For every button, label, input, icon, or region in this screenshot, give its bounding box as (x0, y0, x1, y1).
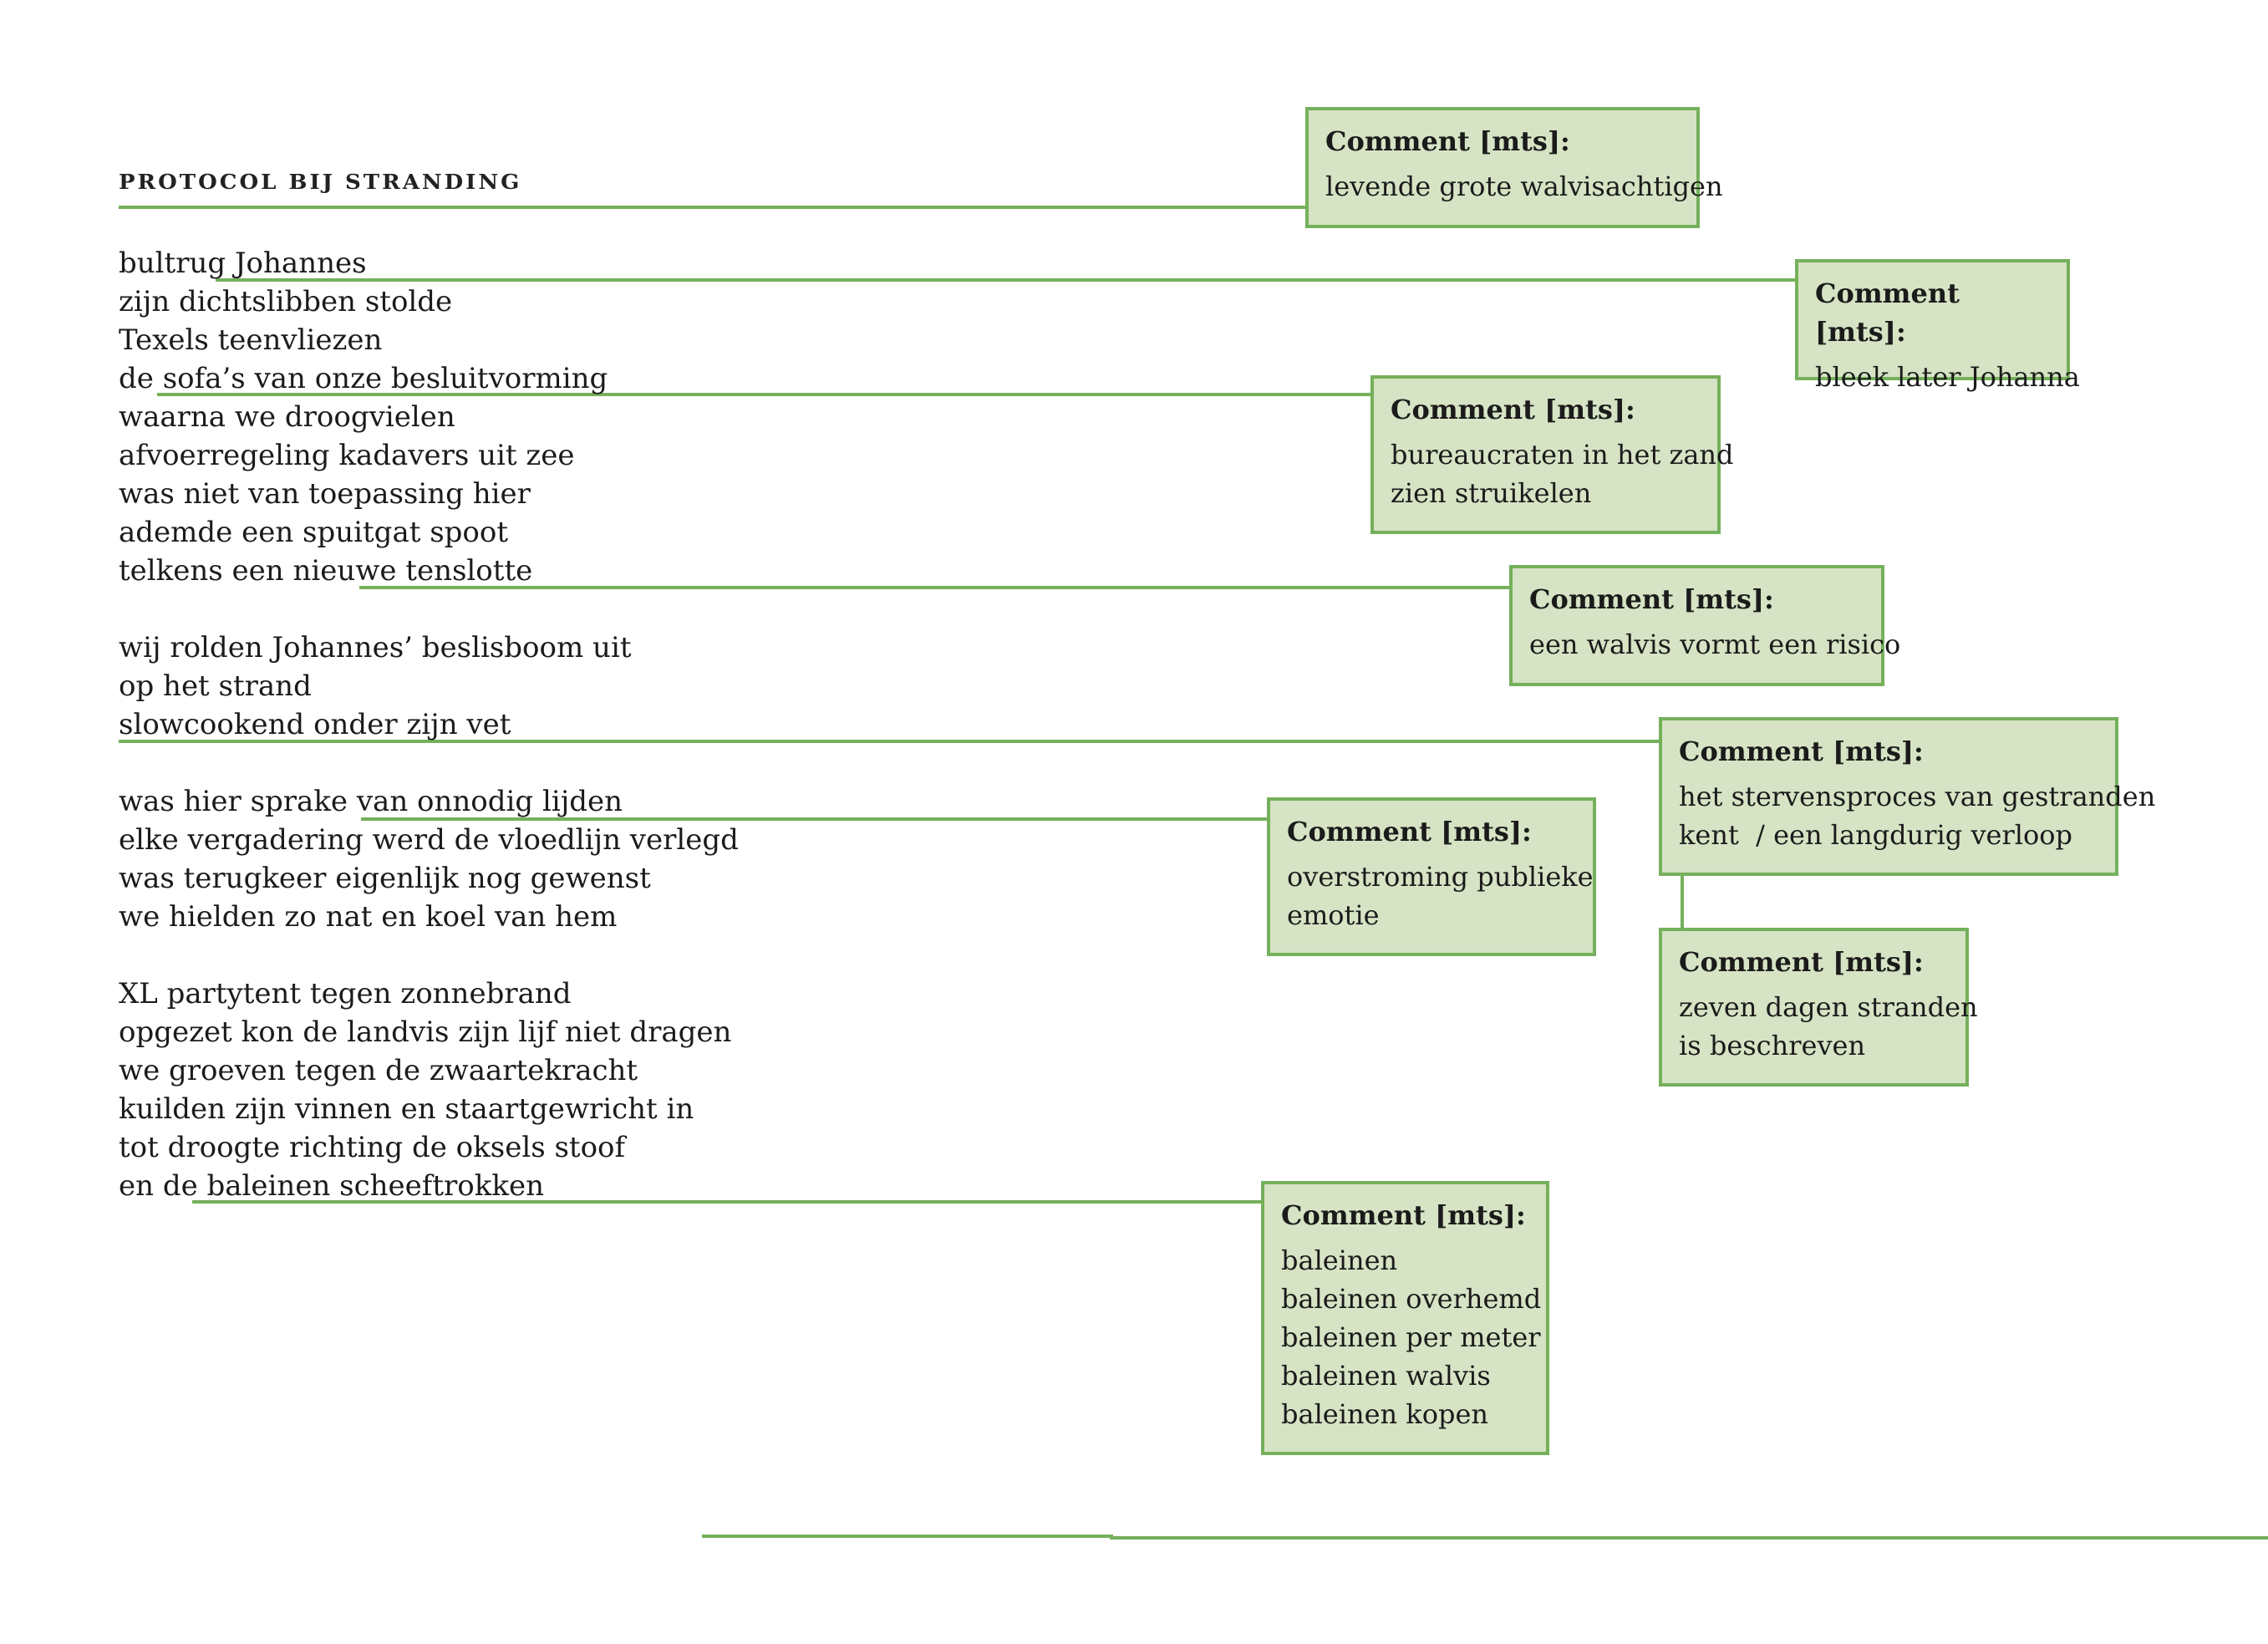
comment-balloon[interactable]: Comment [mts]: het stervensproces van ge… (1659, 717, 2156, 876)
poem-line: Texels teenvliezen (119, 323, 383, 357)
poem-line: XL partytent tegen zonnebrand (119, 977, 572, 1010)
poem-line: elke vergadering werd de vloedlijn verle… (119, 823, 739, 857)
comment-text: baleinen walvis (1281, 1360, 1491, 1392)
stanza-break (119, 590, 739, 629)
comment-text: baleinen per meter (1281, 1321, 1541, 1353)
poem-line: afvoerregeling kadavers uit zee (119, 439, 575, 472)
comment-author: Comment [mts]: (1679, 735, 1924, 767)
comment-text: bleek later Johanna (1815, 361, 2080, 393)
stanza-break (119, 744, 739, 782)
comment-text: baleinen kopen (1281, 1398, 1488, 1430)
comment-text: baleinen (1281, 1244, 1398, 1276)
poem-line: en de baleinen scheeftrokken (119, 1169, 544, 1203)
comment-balloon[interactable]: Comment [mts]: zeven dagen stranden is b… (1659, 928, 1978, 1087)
comment-text: overstroming publieke (1287, 861, 1594, 893)
poem-line: waarna we droogvielen (119, 400, 455, 434)
poem-line: we groeven tegen de zwaartekracht (119, 1054, 638, 1087)
poem-line: was terugkeer eigenlijk nog gewenst (119, 862, 651, 895)
poem-line: ademde een spuitgat spoot (119, 516, 509, 549)
poem-line: telkens een nieuwe tenslotte (119, 554, 533, 588)
poem-line: de sofa’s van onze besluitvorming (119, 362, 608, 395)
comment-author: Comment [mts]: (1529, 583, 1774, 615)
comment-author: Comment [mts]: (1325, 125, 1570, 157)
comment-text: zeven dagen stranden (1679, 991, 1978, 1023)
comment-balloon[interactable]: Comment [mts]: levende grote walvisachti… (1305, 107, 1723, 228)
comment-author: Comment [mts]: (1391, 394, 1635, 425)
comment-author: Comment [mts]: (1679, 946, 1924, 978)
connector-line (702, 1535, 2268, 1540)
poem-line: slowcookend onder zijn vet (119, 708, 511, 741)
poem-line: zijn dichtslibben stolde (119, 285, 453, 318)
comment-balloon[interactable]: Comment [mts]: bleek later Johanna (1795, 259, 2080, 393)
comment-author: Comment [mts]: (1281, 1199, 1526, 1231)
poem-line: was niet van toepassing hier (119, 477, 531, 511)
poem-line: tot droogte richting de oksels stoof (119, 1131, 626, 1164)
comment-author: Comment [mts]: (1287, 816, 1532, 847)
comment-text: kent / een langdurig verloop (1679, 819, 2072, 851)
comment-balloon[interactable]: Comment [mts]: baleinen baleinen overhem… (1261, 1181, 1549, 1455)
comment-balloon[interactable]: Comment [mts]: bureaucraten in het zand … (1370, 375, 1734, 534)
poem-line: op het strand (119, 669, 312, 703)
comment-balloon[interactable]: Comment [mts]: overstroming publieke emo… (1267, 797, 1596, 956)
poem-line: opgezet kon de landvis zijn lijf niet dr… (119, 1015, 732, 1049)
poem-line: we hielden zo nat en koel van hem (119, 900, 618, 934)
comment-text: baleinen overhemd (1281, 1283, 1542, 1315)
poem-body: bultrug Johannes zijn dichtslibben stold… (119, 244, 739, 1205)
comment-balloon[interactable]: Comment [mts]: een walvis vormt een risi… (1509, 565, 1901, 686)
comment-text: het stervensproces van gestranden (1679, 781, 2156, 812)
comment-text: levende grote walvisachtigen (1325, 171, 1723, 202)
comment-text: emotie (1287, 899, 1380, 931)
poem-title: PROTOCOL BIJ STRANDING (119, 171, 522, 195)
comment-text: bureaucraten in het zand (1391, 439, 1734, 471)
comment-author: Comment [mts]: (1815, 277, 1960, 348)
poem-line: was hier sprake van onnodig lijden (119, 785, 623, 818)
stanza-break (119, 936, 739, 975)
comment-text: een walvis vormt een risico (1529, 629, 1901, 660)
poem-line: kuilden zijn vinnen en staartgewricht in (119, 1092, 694, 1126)
poem-line: wij rolden Johannes’ beslisboom uit (119, 631, 632, 664)
poem-line: bultrug Johannes (119, 247, 367, 280)
comment-text: is beschreven (1679, 1030, 1866, 1061)
comment-text: zien struikelen (1391, 477, 1592, 509)
